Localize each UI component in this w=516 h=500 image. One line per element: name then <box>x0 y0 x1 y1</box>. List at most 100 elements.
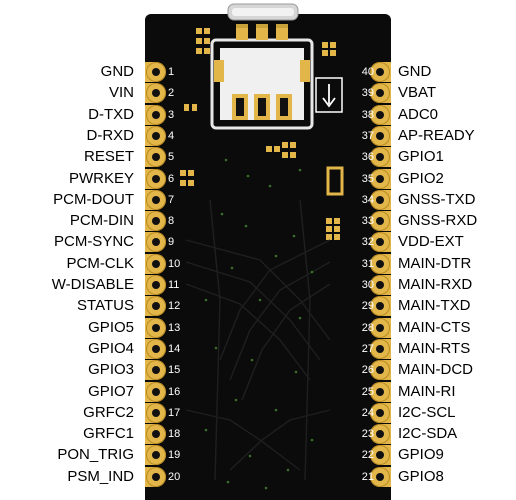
right-pin-pad <box>370 445 390 466</box>
right-pin-label: GPIO1 <box>398 148 444 166</box>
pcb-traces <box>185 199 331 481</box>
right-pin-number: 39 <box>361 87 374 100</box>
left-pin-label: PSM_IND <box>67 467 134 485</box>
right-pin-number: 28 <box>361 321 374 334</box>
right-pin-number: 30 <box>361 279 374 291</box>
left-pin-number: 3 <box>168 108 175 121</box>
right-pin-number: 26 <box>361 364 374 377</box>
right-pin-pad <box>370 211 390 232</box>
right-pin-pad <box>370 125 390 146</box>
right-pin-label: MAIN-TXD <box>398 297 471 315</box>
left-pin-label: PON_TRIG <box>57 446 134 464</box>
right-pin-label: ADC0 <box>398 105 439 123</box>
left-pin-label: D-RXD <box>86 126 135 144</box>
left-pin-number: 10 <box>168 257 181 270</box>
right-pin-number: 40 <box>361 66 374 78</box>
sim-insert-arrow-icon <box>315 77 343 113</box>
left-pin-pad <box>146 402 166 423</box>
left-pin-label: GND <box>100 63 134 80</box>
right-pin-label: GNSS-TXD <box>398 190 476 208</box>
right-pin-number: 31 <box>361 257 374 270</box>
left-pin-label: GRFC2 <box>83 403 134 421</box>
left-pin-label: PCM-SYNC <box>53 233 134 251</box>
right-pin-pad <box>370 147 390 168</box>
left-pin-pad <box>146 189 166 210</box>
left-pin-number: 6 <box>168 172 175 185</box>
left-pin-label: PCM-DOUT <box>53 190 134 208</box>
left-pin-pad <box>146 104 166 125</box>
smd-components <box>180 28 344 240</box>
left-pin-number: 1 <box>168 66 175 78</box>
right-pin-number: 32 <box>361 236 374 249</box>
left-pin-number: 9 <box>168 236 175 249</box>
left-pin-number: 17 <box>168 406 181 419</box>
right-pin-label: I2C-SCL <box>398 403 456 421</box>
left-pin-pad <box>146 253 166 274</box>
left-pin-number: 15 <box>168 364 181 377</box>
right-pin-number: 27 <box>361 342 374 355</box>
left-pin-pad <box>146 466 166 487</box>
right-pin-pad <box>370 62 390 82</box>
right-pin-pad <box>370 338 390 359</box>
left-pin-pad <box>146 232 166 253</box>
right-pin-number: 35 <box>361 172 374 185</box>
right-pin-label: MAIN-DTR <box>398 254 472 272</box>
left-pin-label: D-TXD <box>88 105 134 123</box>
left-pin-number: 5 <box>168 151 175 164</box>
right-pin-pad <box>370 402 390 423</box>
left-pin-pad <box>146 83 166 104</box>
right-pin-pad <box>370 253 390 274</box>
left-pin-number: 16 <box>168 385 181 398</box>
left-pin-pad <box>146 147 166 168</box>
left-pin-pad <box>146 211 166 232</box>
right-pin-label: VBAT <box>398 84 437 102</box>
left-pin-number: 8 <box>168 215 175 228</box>
right-pin-label: MAIN-RTS <box>398 339 471 357</box>
right-pin-label: MAIN-RXD <box>398 276 473 293</box>
sim-card-slot <box>210 24 314 130</box>
right-pin-number: 21 <box>361 470 374 483</box>
left-pin-label: VIN <box>108 84 134 102</box>
usb-c-connector <box>227 3 299 21</box>
left-pin-label: RESET <box>83 148 134 166</box>
right-pin-number: 22 <box>361 449 374 462</box>
left-pin-number: 4 <box>168 129 175 142</box>
left-pin-label: W-DISABLE <box>51 276 134 293</box>
right-pin-label: AP-READY <box>398 126 475 144</box>
right-pin-pad <box>370 83 390 104</box>
left-pin-label: GPIO5 <box>88 318 134 336</box>
left-pin-number: 18 <box>168 428 181 441</box>
right-pin-pad <box>370 296 390 317</box>
right-pin-number: 23 <box>361 428 374 441</box>
left-pin-label: GRFC1 <box>83 425 134 443</box>
right-pin-pad <box>370 360 390 381</box>
left-pin-pad <box>146 381 166 402</box>
right-pin-number: 29 <box>361 300 374 313</box>
right-pin-pad <box>370 466 390 487</box>
right-pin-pad <box>370 168 390 189</box>
left-pin-number: 20 <box>168 470 181 483</box>
right-pin-pad <box>370 232 390 253</box>
right-pin-number: 36 <box>361 151 374 164</box>
left-pin-label: PCM-CLK <box>66 254 134 272</box>
right-pin-label: VDD-EXT <box>398 233 464 251</box>
right-pin-number: 34 <box>361 193 374 206</box>
left-pin-pad <box>146 62 166 82</box>
left-pin-label: GPIO7 <box>88 382 134 400</box>
right-pin-pad <box>370 381 390 402</box>
left-pin-number: 11 <box>168 279 180 291</box>
left-pin-number: 13 <box>168 321 181 334</box>
left-pin-number: 2 <box>168 87 175 100</box>
right-pin-number: 33 <box>361 215 374 228</box>
right-pin-number: 37 <box>361 129 374 142</box>
right-pin-number: 24 <box>361 406 374 419</box>
right-pin-number: 25 <box>361 385 374 398</box>
right-pin-pad <box>370 317 390 338</box>
left-pin-pad <box>146 125 166 146</box>
right-pin-label: MAIN-CTS <box>398 318 471 336</box>
right-pin-label: MAIN-RI <box>398 382 456 400</box>
vias <box>204 158 314 490</box>
right-pin-label: GPIO9 <box>398 446 444 464</box>
left-pin-number: 12 <box>168 300 181 313</box>
